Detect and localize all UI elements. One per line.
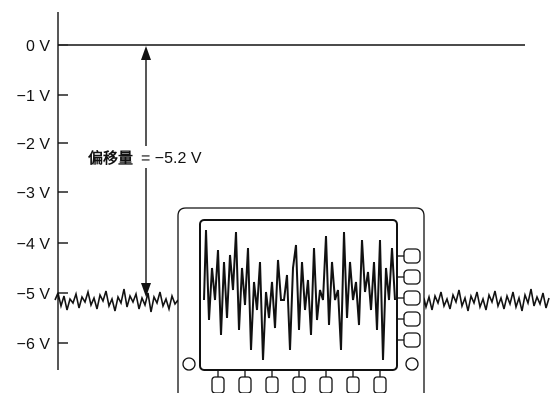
tick-label-1: −1 V	[17, 88, 51, 105]
tick-label-3: −3 V	[17, 185, 51, 202]
side-button	[403, 269, 421, 285]
scope-right-knob	[405, 357, 419, 371]
double-headed-arrow-icon	[141, 46, 151, 297]
bottom-button	[346, 376, 360, 393]
side-button	[403, 332, 421, 348]
tick-label-0: 0 V	[26, 38, 50, 55]
oscilloscope-front-panel-icon	[177, 207, 425, 393]
scope-bottom-buttons	[211, 370, 387, 393]
bottom-button	[319, 376, 333, 393]
side-button	[403, 311, 421, 327]
offset-label: 偏移量	[88, 149, 133, 167]
waveform-left	[54, 288, 179, 313]
tick-label-6: −6 V	[17, 336, 51, 353]
bottom-button	[373, 376, 387, 393]
tick-label-5: −5 V	[17, 286, 51, 303]
tick-label-4: −4 V	[17, 236, 51, 253]
waveform-right	[419, 288, 550, 312]
side-button	[403, 290, 421, 306]
bottom-button	[211, 376, 225, 393]
offset-value: = −5.2 V	[141, 150, 202, 167]
scope-side-buttons	[397, 248, 421, 348]
bottom-button	[265, 376, 279, 393]
bottom-button	[292, 376, 306, 393]
scope-screen-waveform	[203, 229, 396, 361]
bottom-button	[238, 376, 252, 393]
scope-left-knob	[182, 357, 196, 371]
offset-label-backdrop	[86, 146, 218, 168]
tick-label-2: −2 V	[17, 136, 51, 153]
side-button	[403, 248, 421, 264]
